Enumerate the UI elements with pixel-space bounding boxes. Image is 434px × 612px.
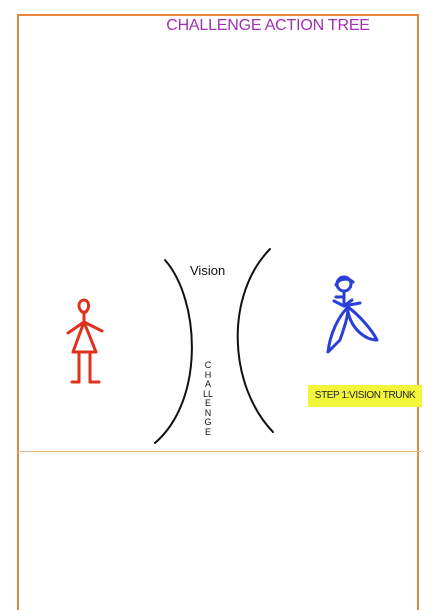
step-badge: STEP 1:VISION TRUNK (308, 385, 422, 407)
challenge-vertical-label: CHALLENGE (203, 361, 213, 437)
trunk-left-curve (155, 260, 192, 443)
right-figure-icon (328, 277, 377, 352)
trunk-right-curve (238, 249, 273, 432)
vision-label: Vision (190, 263, 225, 278)
left-figure-icon (68, 300, 102, 382)
